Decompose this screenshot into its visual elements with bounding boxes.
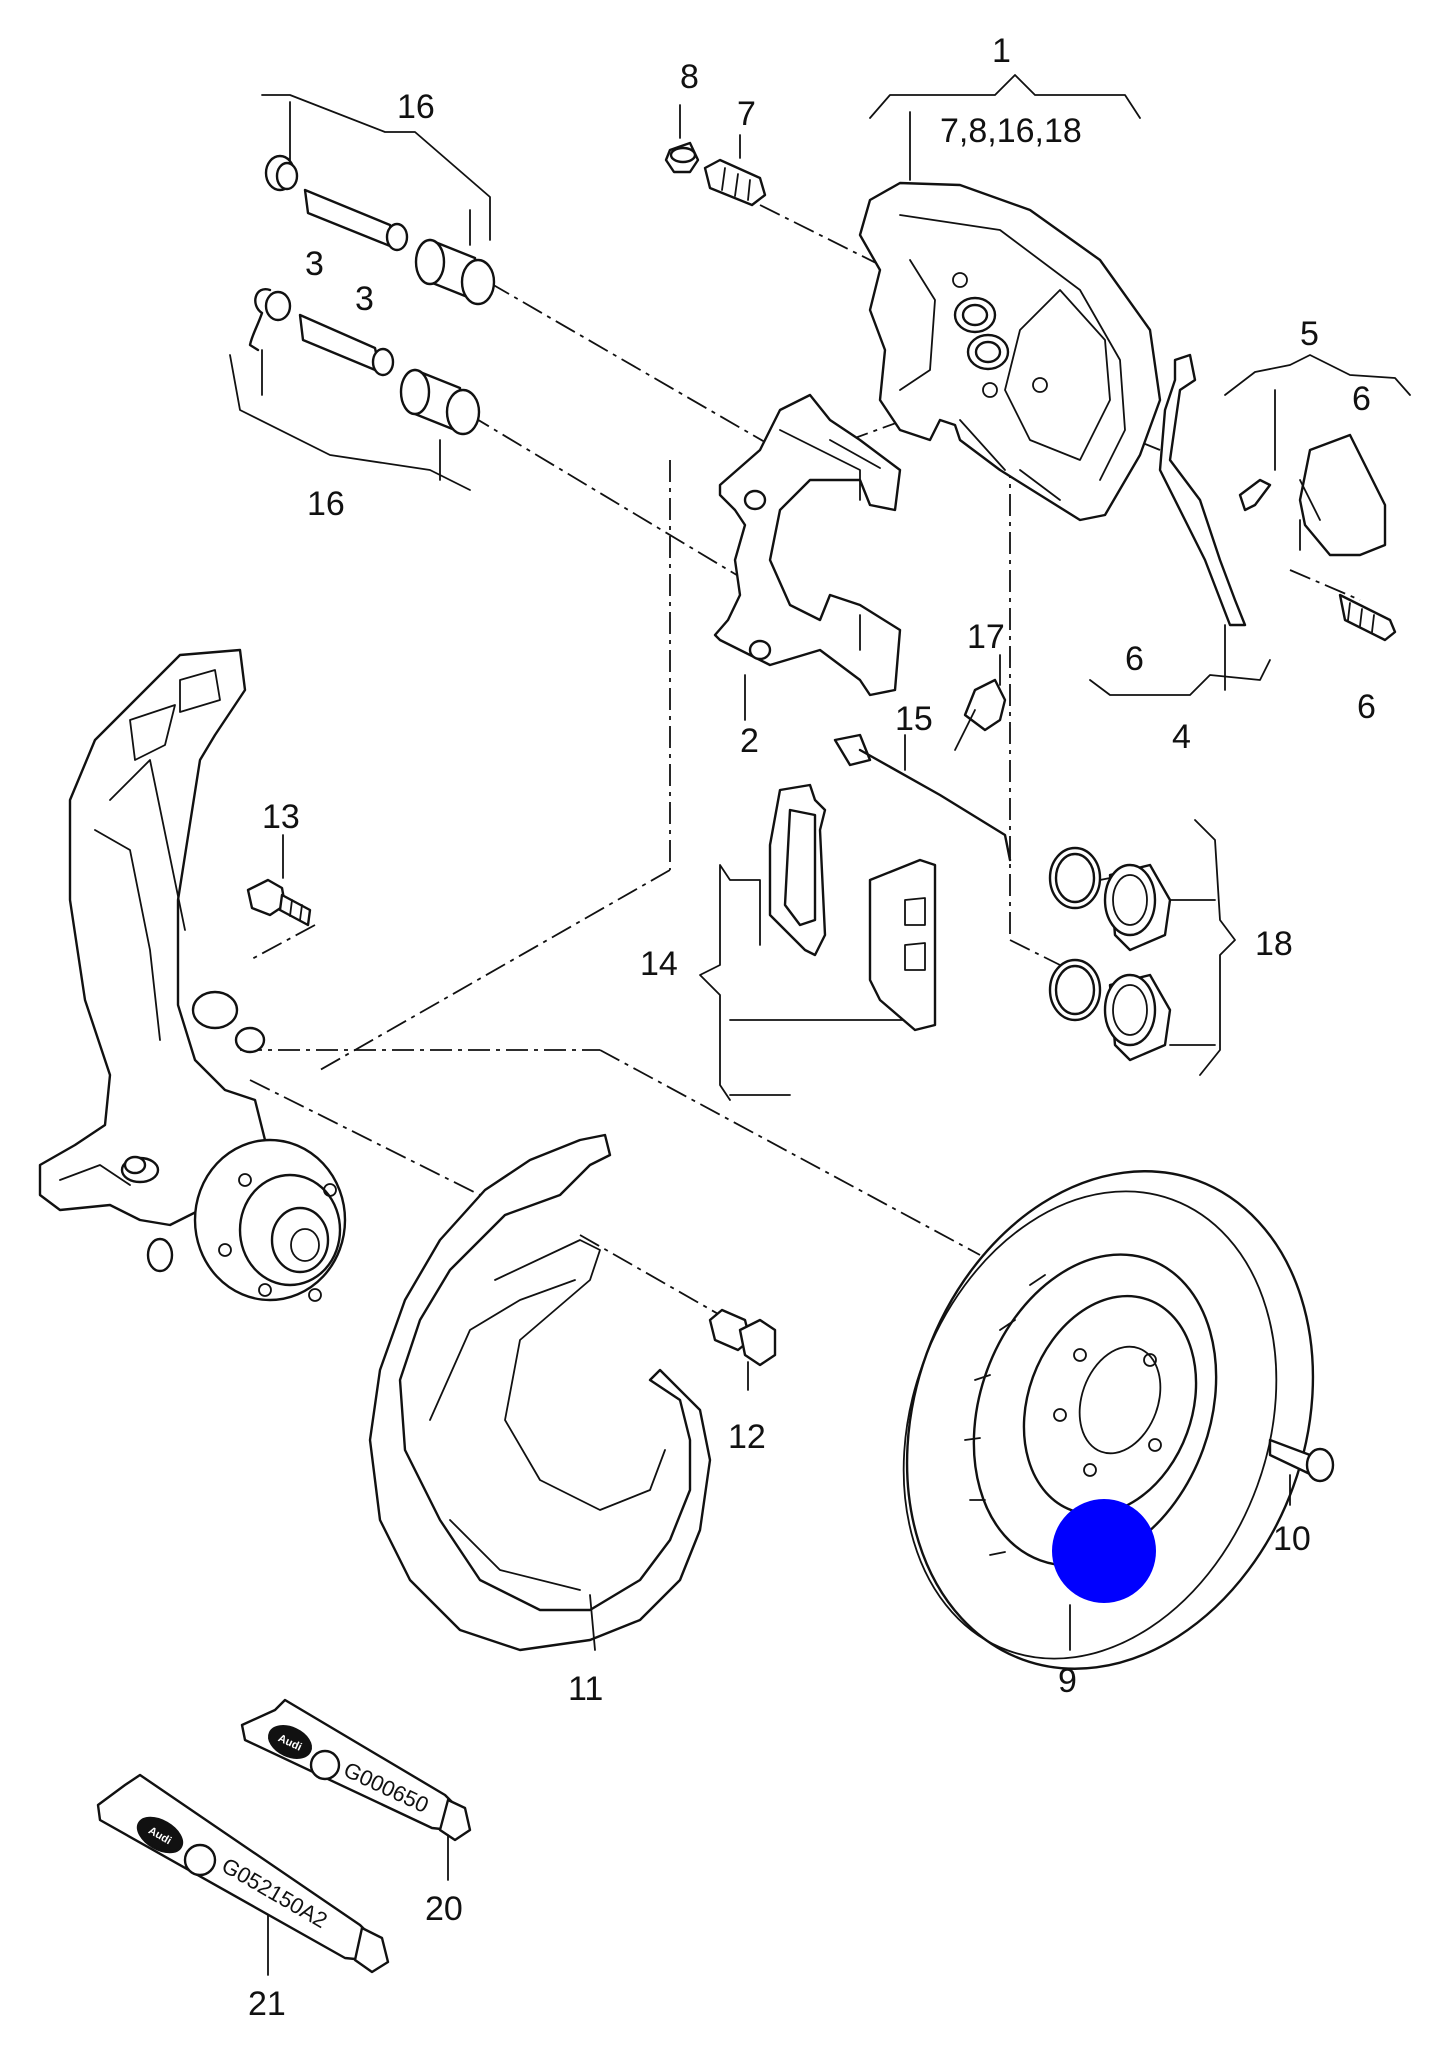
label-12: 12 bbox=[728, 1418, 766, 1456]
label-3-bottom: 3 bbox=[355, 280, 374, 318]
label-20: 20 bbox=[425, 1890, 463, 1928]
steering-knuckle bbox=[38, 648, 347, 1302]
label-8: 8 bbox=[680, 58, 699, 96]
pistons-and-seals bbox=[1048, 819, 1236, 1076]
label-13: 13 bbox=[262, 798, 300, 836]
label-10: 10 bbox=[1273, 1520, 1311, 1558]
label-4: 4 bbox=[1172, 718, 1191, 756]
part-labels: 1 7,8,16,18 8 7 16 3 3 16 5 6 6 6 4 17 2… bbox=[248, 32, 1376, 2023]
label-9: 9 bbox=[1058, 1662, 1077, 1700]
label-5: 5 bbox=[1300, 315, 1319, 353]
label-14: 14 bbox=[640, 945, 678, 983]
label-6-mid: 6 bbox=[1125, 640, 1144, 678]
caliper bbox=[858, 74, 1162, 522]
label-2: 2 bbox=[740, 722, 759, 760]
label-16-top: 16 bbox=[397, 88, 435, 126]
label-6-right: 6 bbox=[1357, 688, 1376, 726]
bolt-12 bbox=[708, 1308, 777, 1391]
bleed-valve bbox=[664, 104, 767, 207]
bolt-13 bbox=[246, 834, 312, 927]
label-6-top: 6 bbox=[1352, 380, 1371, 418]
wear-sensor bbox=[833, 654, 1012, 862]
label-7: 7 bbox=[737, 95, 756, 133]
label-18: 18 bbox=[1255, 925, 1293, 963]
label-1: 1 bbox=[992, 32, 1011, 70]
label-3-top: 3 bbox=[305, 245, 324, 283]
label-1-sub: 7,8,16,18 bbox=[940, 112, 1082, 150]
brake-disc bbox=[902, 1170, 1315, 1670]
highlight-marker bbox=[1052, 1499, 1156, 1603]
brake-pads bbox=[699, 783, 937, 1101]
guide-pin-set-top bbox=[261, 94, 496, 306]
label-11: 11 bbox=[568, 1670, 603, 1708]
tube-21: Audi G052150A2 bbox=[96, 1773, 390, 1976]
dust-shield bbox=[368, 1133, 712, 1652]
label-16-bottom: 16 bbox=[307, 485, 345, 523]
label-15: 15 bbox=[895, 700, 933, 738]
label-17: 17 bbox=[967, 618, 1005, 656]
spring-and-cover bbox=[1089, 353, 1411, 696]
caliper-carrier bbox=[713, 393, 902, 721]
guide-pin-set-bottom bbox=[229, 288, 481, 491]
tube-20: Audi G000650 bbox=[240, 1698, 472, 1881]
screw-10 bbox=[1268, 1438, 1335, 1506]
label-21: 21 bbox=[248, 1985, 286, 2023]
